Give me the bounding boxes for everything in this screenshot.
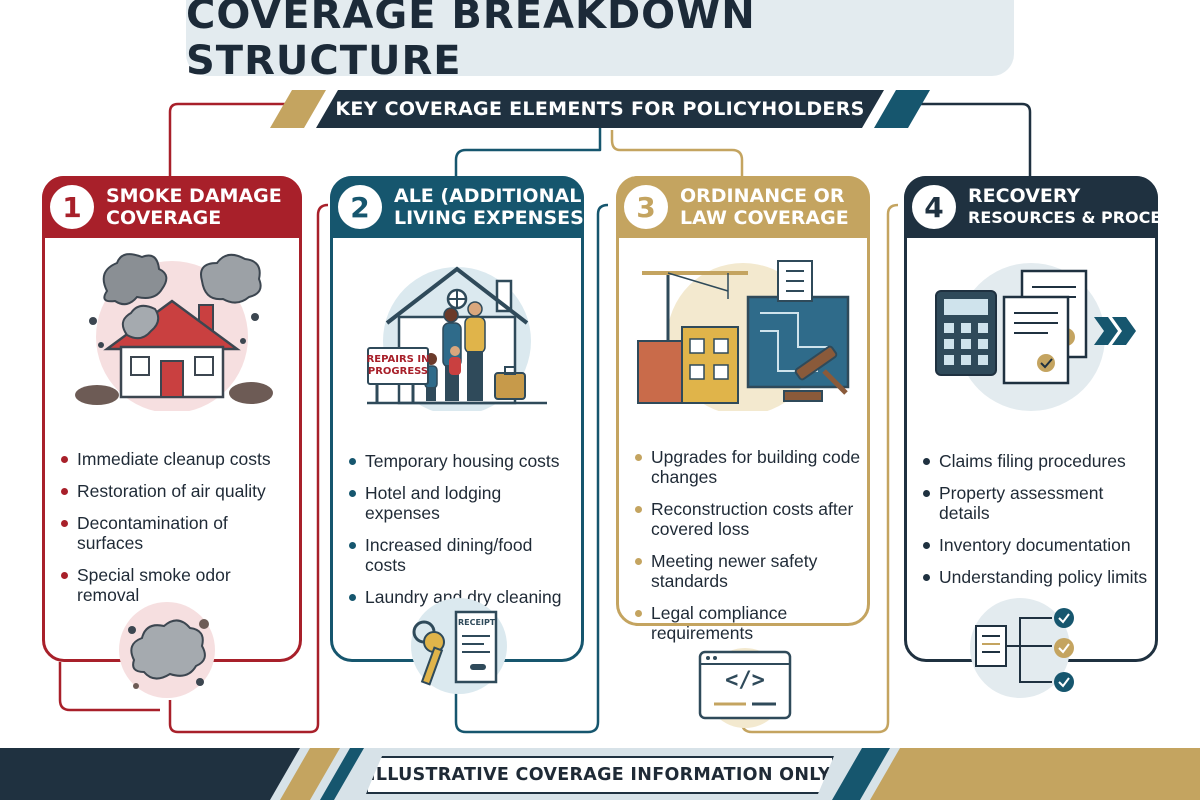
list-item: Upgrades for building code changes	[633, 447, 861, 487]
smoke-particles-icon	[119, 602, 215, 698]
list-item: Restoration of air quality	[59, 481, 293, 501]
list-item: Immediate cleanup costs	[59, 449, 293, 469]
card-header: 2 ALE (ADDITIONAL LIVING EXPENSES)	[330, 176, 593, 238]
footer-text: ILLUSTRATIVE COVERAGE INFORMATION ONLY	[369, 765, 831, 785]
card-ale: 2 ALE (ADDITIONAL LIVING EXPENSES)	[330, 176, 593, 662]
list-item: Laundry and dry cleaning	[347, 587, 575, 607]
footer-disclaimer: ILLUSTRATIVE COVERAGE INFORMATION ONLY	[366, 756, 834, 794]
card-number: 2	[338, 185, 382, 229]
card-smoke-damage: 1 SMOKE DAMAGE COVERAGE Immediate cleanu…	[42, 176, 302, 662]
checklist-flow-icon	[970, 598, 1074, 698]
card-recovery: 4 RECOVERY RESOURCES & PROCESS Claims fi…	[904, 176, 1184, 662]
title-banner: COVERAGE BREAKDOWN STRUCTURE	[186, 0, 1014, 84]
card-number: 1	[50, 185, 94, 229]
bullet-list: Claims filing procedures Property assess…	[921, 451, 1149, 599]
list-item: Claims filing procedures	[921, 451, 1149, 471]
card-ordinance-law: 3 ORDINANCE OR LAW COVERAGE Upgrades for…	[616, 176, 870, 643]
smoking-house-icon	[75, 253, 273, 411]
construction-blueprint-icon	[637, 260, 850, 411]
list-item: Inventory documentation	[921, 535, 1149, 555]
key-receipt-icon: RECEIPT	[404, 596, 514, 696]
subtitle-banner: KEY COVERAGE ELEMENTS FOR POLICYHOLDERS	[316, 90, 884, 128]
calculator-documents-icon	[935, 263, 1136, 411]
list-item: Property assessment details	[921, 483, 1149, 523]
footer-stripes	[0, 748, 1200, 800]
family-home-icon: REPAIRS IN PROGRESS	[347, 251, 567, 411]
card-header: 3 ORDINANCE OR LAW COVERAGE	[616, 176, 870, 238]
page-title: COVERAGE BREAKDOWN STRUCTURE	[186, 0, 756, 84]
card-number: 4	[912, 185, 956, 229]
bullet-list: Upgrades for building code changes Recon…	[633, 447, 861, 655]
card-number: 3	[624, 185, 668, 229]
list-item: Understanding policy limits	[921, 567, 1149, 587]
card-title: ORDINANCE OR LAW COVERAGE	[680, 185, 849, 229]
list-item: Increased dining/food costs	[347, 535, 575, 575]
card-title: SMOKE DAMAGE COVERAGE	[106, 185, 282, 229]
list-item: Legal compliance requirements	[633, 603, 861, 643]
card-header: 4 RECOVERY RESOURCES & PROCESS	[904, 176, 1184, 238]
bullet-list: Immediate cleanup costs Restoration of a…	[59, 449, 293, 617]
card-title: ALE (ADDITIONAL LIVING EXPENSES)	[394, 185, 593, 229]
card-header: 1 SMOKE DAMAGE COVERAGE	[42, 176, 302, 238]
subtitle: KEY COVERAGE ELEMENTS FOR POLICYHOLDERS	[335, 98, 865, 120]
card-title: RECOVERY RESOURCES & PROCESS	[968, 185, 1184, 227]
bullet-list: Temporary housing costs Hotel and lodgin…	[347, 451, 575, 619]
list-item: Temporary housing costs	[347, 451, 575, 471]
code-window-icon: </>	[690, 646, 800, 730]
list-item: Meeting newer safety standards	[633, 551, 861, 591]
subtitle-stripes	[270, 90, 930, 128]
list-item: Reconstruction costs after covered loss	[633, 499, 861, 539]
list-item: Special smoke odor removal	[59, 565, 293, 605]
list-item: Hotel and lodging expenses	[347, 483, 575, 523]
repairs-sign: REPAIRS IN PROGRESS	[367, 347, 429, 385]
list-item: Decontamination of surfaces	[59, 513, 293, 553]
